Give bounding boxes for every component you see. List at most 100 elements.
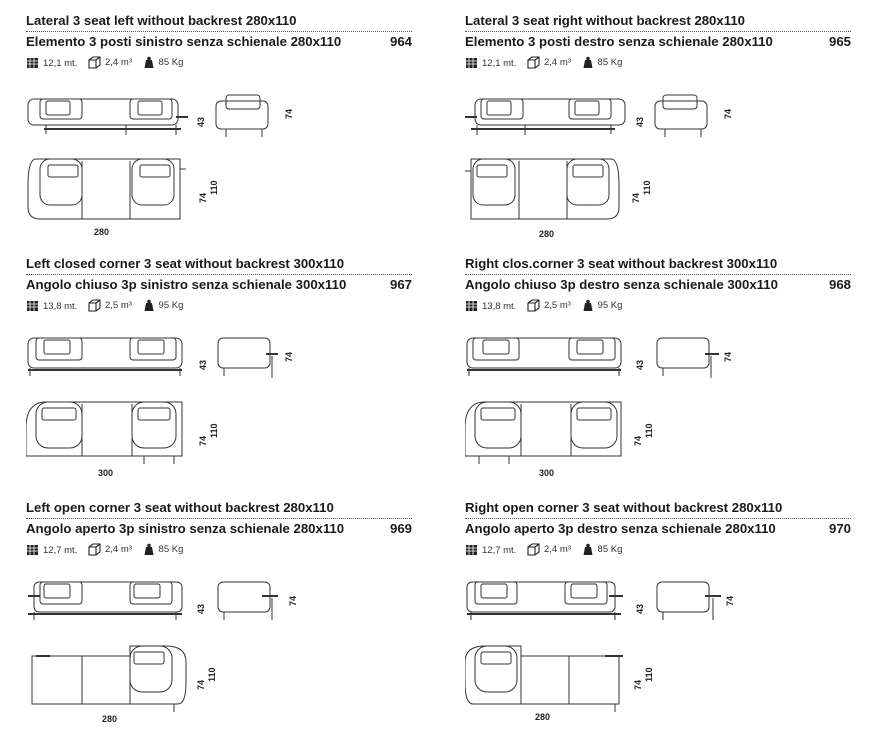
spec-weight-value: 85 Kg <box>158 544 184 555</box>
title-italian: Angolo aperto 3p sinistro senza schienal… <box>26 521 345 536</box>
box-volume-icon <box>88 543 101 556</box>
box-volume-icon <box>527 56 540 69</box>
spec-volume-value: 2,4 m³ <box>543 57 571 68</box>
dim-height-label: 43 <box>635 604 645 614</box>
specs-row: 13,8 mt. 2,5 m³ 95 Kg <box>465 299 630 313</box>
dim-depth-height-label: 74 <box>198 436 208 446</box>
plan-view-drawing <box>465 158 620 220</box>
title-divider <box>26 518 412 519</box>
spec-weight-value: 95 Kg <box>158 300 184 311</box>
product-code: 964 <box>389 34 412 49</box>
product-item-969: Left open corner 3 seat without backrest… <box>26 500 418 738</box>
fabric-length-icon <box>27 58 38 68</box>
product-item-970: Right open corner 3 seat without backres… <box>465 500 857 738</box>
title-italian: Elemento 3 posti destro senza schienale … <box>465 34 773 49</box>
spec-length: 13,8 mt. <box>465 300 516 312</box>
fabric-length-icon <box>27 301 38 311</box>
spec-volume-value: 2,4 m³ <box>104 57 132 68</box>
side-view-drawing <box>656 581 721 620</box>
technical-drawings: 43 74 74 110 280 <box>465 581 735 722</box>
box-volume-icon <box>527 299 540 312</box>
spec-length-value: 13,8 mt. <box>43 300 78 312</box>
front-view-drawing <box>466 581 623 620</box>
weight-icon <box>583 56 593 68</box>
dim-total-height-label: 74 <box>288 596 298 606</box>
specs-row: 13,8 mt. 2,5 m³ 95 Kg <box>26 299 191 313</box>
specs-row: 12,1 mt. 2,4 m³ 85 Kg <box>465 56 630 70</box>
fabric-length-icon <box>466 545 477 555</box>
side-view-drawing <box>217 337 278 378</box>
title-english: Left closed corner 3 seat without backre… <box>26 256 345 271</box>
spec-length-value: 12,7 mt. <box>482 544 517 556</box>
title-italian: Elemento 3 posti sinistro senza schienal… <box>26 34 342 49</box>
spec-weight: 95 Kg <box>143 299 184 312</box>
title-english: Right clos.corner 3 seat without backres… <box>465 256 778 271</box>
dim-width-label: 280 <box>535 712 550 722</box>
title-english: Right open corner 3 seat without backres… <box>465 500 783 515</box>
specs-row: 12,7 mt. 2,4 m³ 85 Kg <box>465 543 630 557</box>
spec-weight-value: 85 Kg <box>597 57 623 68</box>
weight-icon <box>144 299 154 311</box>
title-english: Lateral 3 seat left without backrest 280… <box>26 13 297 28</box>
box-volume-icon <box>527 543 540 556</box>
spec-length-value: 12,1 mt. <box>482 57 517 69</box>
dim-width-label: 280 <box>102 714 117 724</box>
title-divider <box>465 518 851 519</box>
dim-total-height-label: 74 <box>723 352 733 362</box>
title-italian: Angolo chiuso 3p destro senza schienale … <box>465 277 778 292</box>
title-divider <box>26 274 412 275</box>
plan-view-drawing <box>31 645 187 712</box>
dim-depth-label: 110 <box>644 423 654 438</box>
dim-width-label: 280 <box>94 227 109 237</box>
dim-total-height-label: 74 <box>723 109 733 119</box>
spec-volume: 2,4 m³ <box>88 543 132 556</box>
specs-row: 12,7 mt. 2,4 m³ 85 Kg <box>26 543 191 557</box>
spec-volume: 2,4 m³ <box>88 56 132 69</box>
front-view-drawing <box>466 337 622 376</box>
product-code: 967 <box>389 277 412 292</box>
product-item-968: Right clos.corner 3 seat without backres… <box>465 256 857 494</box>
spec-length: 12,1 mt. <box>465 57 516 69</box>
spec-weight: 85 Kg <box>582 543 623 556</box>
dim-depth-height-label: 74 <box>631 193 641 203</box>
side-view-drawing <box>215 94 269 137</box>
title-divider <box>26 31 412 32</box>
product-item-965: Lateral 3 seat right without backrest 28… <box>465 13 857 251</box>
dim-height-label: 43 <box>198 360 208 370</box>
technical-drawings: 43 74 74 110 280 <box>28 581 298 724</box>
weight-icon <box>583 299 593 311</box>
side-view-drawing <box>654 94 708 137</box>
fabric-length-icon <box>27 545 38 555</box>
fabric-length-icon <box>466 301 477 311</box>
title-english: Left open corner 3 seat without backrest… <box>26 500 334 515</box>
spec-weight-value: 85 Kg <box>597 544 623 555</box>
spec-weight: 85 Kg <box>143 543 184 556</box>
technical-drawings: 43 74 74 110 280 <box>27 94 294 237</box>
spec-volume-value: 2,5 m³ <box>543 300 571 311</box>
dim-width-label: 300 <box>98 468 113 478</box>
product-code: 968 <box>828 277 851 292</box>
box-volume-icon <box>88 299 101 312</box>
plan-view-drawing <box>465 401 622 464</box>
spec-length-value: 13,8 mt. <box>482 300 517 312</box>
title-divider <box>465 31 851 32</box>
specs-row: 12,1 mt. 2,4 m³ 85 Kg <box>26 56 191 70</box>
dim-width-label: 300 <box>539 468 554 478</box>
spec-length-value: 12,1 mt. <box>43 57 78 69</box>
dim-depth-label: 110 <box>207 667 217 682</box>
front-view-drawing <box>465 98 626 135</box>
plan-view-drawing <box>27 158 186 220</box>
weight-icon <box>144 543 154 555</box>
dim-total-height-label: 74 <box>284 109 294 119</box>
spec-weight: 85 Kg <box>143 56 183 69</box>
dim-depth-height-label: 74 <box>198 193 208 203</box>
spec-length: 12,7 mt. <box>26 544 77 556</box>
spec-length-value: 12,7 mt. <box>43 544 78 556</box>
spec-length: 12,7 mt. <box>465 544 516 556</box>
weight-icon <box>583 543 593 555</box>
product-code: 965 <box>828 34 851 49</box>
spec-weight-value: 95 Kg <box>597 300 623 311</box>
weight-icon <box>144 56 154 68</box>
spec-volume: 2,5 m³ <box>88 299 132 312</box>
dim-depth-label: 110 <box>642 180 652 195</box>
